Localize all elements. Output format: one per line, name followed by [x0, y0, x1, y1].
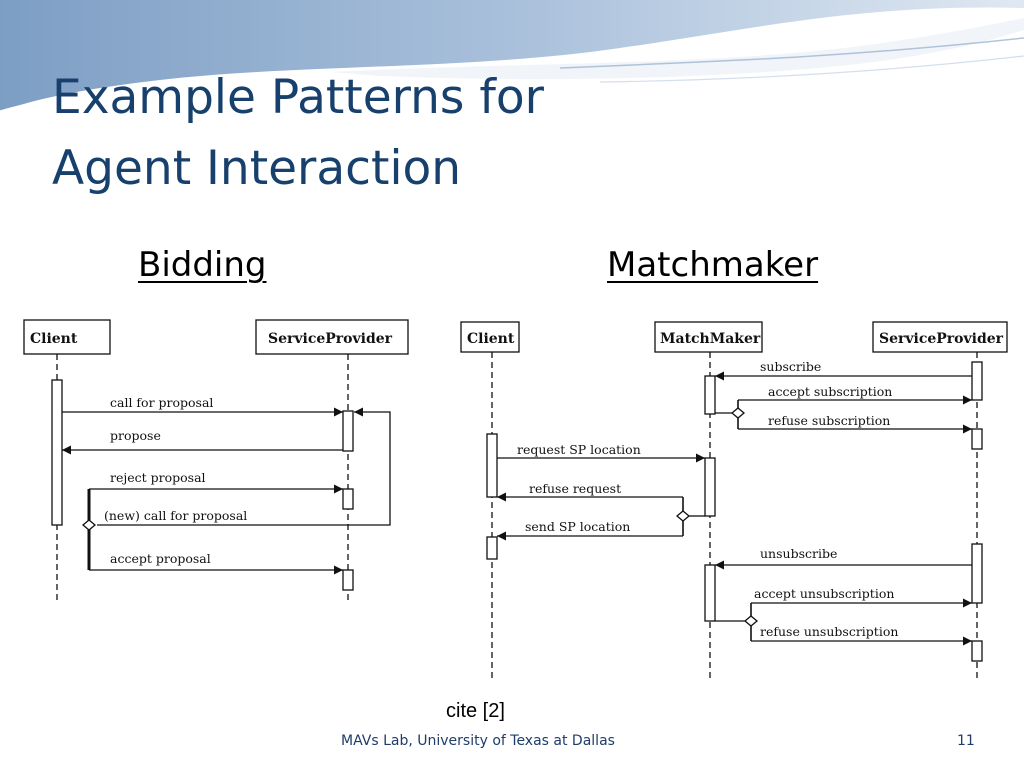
send-sp-location-label: send SP location — [525, 519, 630, 534]
subscription-decision-diamond — [730, 407, 746, 419]
sp-activation-refuse-sub — [971, 428, 983, 450]
sp-activation-bar-2 — [342, 488, 354, 510]
new-call-for-proposal-label: (new) call for proposal — [104, 508, 247, 523]
matchmaker-heading: Matchmaker — [607, 245, 819, 285]
bidding-sequence-diagram: Client ServiceProvider call for proposal… — [23, 319, 409, 602]
request-sp-location-label: request SP location — [517, 442, 641, 457]
matchmaker-label: MatchMaker — [660, 331, 761, 347]
unsubscribe-label: unsubscribe — [760, 546, 837, 561]
mm-client-lifeline-box — [460, 321, 520, 353]
matchmaker-sequence-diagram: Client MatchMaker ServiceProvider subscr… — [460, 321, 1008, 682]
citation: cite [2] — [446, 700, 505, 722]
request-decision-diamond — [675, 510, 691, 522]
sp-activation-refuse-unsub — [971, 640, 983, 662]
header-wave-decoration — [0, 0, 1024, 114]
unsubscription-decision-diamond — [743, 615, 759, 627]
client-lifeline-box — [23, 319, 111, 355]
refuse-subscription-label: refuse subscription — [768, 413, 890, 428]
client-label: Client — [30, 331, 78, 347]
client-activation-request — [486, 433, 498, 498]
serviceprovider-label: ServiceProvider — [268, 331, 393, 347]
subscribe-label: subscribe — [760, 359, 821, 374]
mm-activation-unsubscription — [704, 564, 716, 622]
client-activation-bar — [51, 379, 63, 526]
accept-unsubscription-label: accept unsubscription — [754, 586, 894, 601]
accept-proposal-label: accept proposal — [110, 551, 211, 566]
matchmaker-lifeline-box — [654, 321, 763, 353]
refuse-unsubscription-label: refuse unsubscription — [760, 624, 898, 639]
mm-activation-request — [704, 457, 716, 517]
propose-label: propose — [110, 428, 161, 443]
bidding-heading: Bidding — [138, 245, 267, 285]
sp-activation-bar-1 — [342, 410, 354, 452]
mm-client-label: Client — [467, 331, 515, 347]
slide-title-line-1: Example Patterns for — [52, 70, 544, 125]
slide-title: Example Patterns for Agent Interaction — [52, 62, 544, 204]
sp-activation-bar-3 — [342, 569, 354, 591]
slide-title-line-2: Agent Interaction — [52, 141, 462, 196]
footer-text: MAVs Lab, University of Texas at Dallas — [341, 733, 615, 749]
sp-activation-subscribe — [971, 361, 983, 401]
mm-activation-subscription — [704, 375, 716, 415]
loop-back-path — [97, 407, 391, 526]
page-number: 11 — [957, 733, 975, 749]
call-for-proposal-label: call for proposal — [110, 395, 213, 410]
client-activation-response — [486, 536, 498, 560]
mm-serviceprovider-label: ServiceProvider — [879, 331, 1004, 347]
sp-activation-unsubscribe — [971, 543, 983, 604]
refuse-request-label: refuse request — [529, 481, 621, 496]
reject-proposal-label: reject proposal — [110, 470, 206, 485]
accept-subscription-label: accept subscription — [768, 384, 892, 399]
serviceprovider-lifeline-box — [255, 319, 409, 355]
mm-serviceprovider-lifeline-box — [872, 321, 1008, 353]
bidding-decision-diamond — [81, 519, 97, 531]
